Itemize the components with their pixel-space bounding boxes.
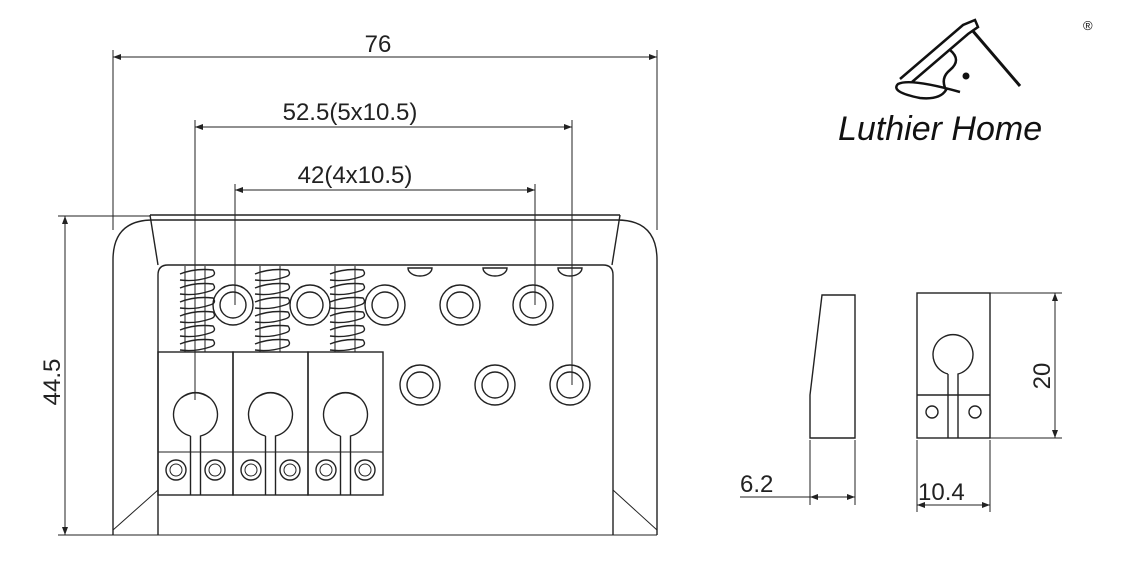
spring-coil xyxy=(254,338,291,352)
hole-outer xyxy=(364,284,406,326)
adjust-screw xyxy=(165,459,187,481)
slot-notch xyxy=(482,267,508,277)
spring-coil xyxy=(179,268,216,282)
keyhole-ridge xyxy=(331,392,360,399)
spring-coil xyxy=(254,324,291,338)
adjust-screw-inner xyxy=(208,463,222,477)
side-view: 6.2 xyxy=(740,294,856,505)
dimension-label: 52.5(5x10.5) xyxy=(283,99,418,126)
hole-inner xyxy=(446,291,474,319)
dimension-label: 10.4 xyxy=(918,479,965,506)
slot-notch xyxy=(557,267,583,277)
hole-outer xyxy=(512,284,554,326)
keyhole-ridge xyxy=(256,392,285,399)
adjust-screw-inner xyxy=(244,463,258,477)
dimension-label: 76 xyxy=(365,31,392,58)
spring-coil xyxy=(329,296,366,310)
saddle xyxy=(232,351,309,496)
slot-notch xyxy=(407,267,433,277)
hole-inner xyxy=(556,371,584,399)
hole-inner xyxy=(219,291,247,319)
string-holes xyxy=(212,267,591,406)
adjust-screw xyxy=(240,459,262,481)
hole-outer xyxy=(549,364,591,406)
hole-outer xyxy=(212,284,254,326)
spring-coil xyxy=(254,268,291,282)
hole-inner xyxy=(481,371,509,399)
brand-name: Luthier Home xyxy=(838,110,1042,148)
registered-mark: ® xyxy=(1083,18,1093,33)
adjust-screw-inner xyxy=(358,463,372,477)
hole-outer xyxy=(399,364,441,406)
keyhole-ridge xyxy=(181,392,210,399)
spring-coil xyxy=(179,296,216,310)
hole-inner xyxy=(519,291,547,319)
saddles xyxy=(157,351,384,496)
adjust-screw-inner xyxy=(169,463,183,477)
adjust-screw-inner xyxy=(319,463,333,477)
adjust-screw-inner xyxy=(283,463,297,477)
dimension-label: 42(4x10.5) xyxy=(298,162,413,189)
spring-coil xyxy=(179,282,216,296)
spring-coil xyxy=(329,282,366,296)
spring-coil xyxy=(254,296,291,310)
spring-coil xyxy=(254,282,291,296)
adjust-screw xyxy=(354,459,376,481)
spring-coil xyxy=(329,324,366,338)
spring-coil xyxy=(179,310,216,324)
hole-outer xyxy=(474,364,516,406)
hole-inner xyxy=(296,291,324,319)
bridge-body xyxy=(112,214,658,536)
brand-logo: ® Luthier Home xyxy=(838,18,1093,148)
spring-coil xyxy=(179,324,216,338)
dimension-52-5: 52.5(5x10.5) xyxy=(194,99,573,400)
spring-coil xyxy=(329,310,366,324)
adjust-screw xyxy=(315,459,337,481)
dimension-44-5: 44.5 xyxy=(39,215,150,536)
dimension-76: 76 xyxy=(112,31,658,230)
saddle-end-view: 20 10.4 xyxy=(916,292,1062,512)
dimension-label: 44.5 xyxy=(39,359,66,406)
dimension-label: 6.2 xyxy=(740,471,773,498)
spring-coil xyxy=(179,338,216,352)
springs xyxy=(179,266,366,352)
hole-inner xyxy=(371,291,399,319)
adjust-screw xyxy=(279,459,301,481)
hole-outer xyxy=(289,284,331,326)
saddle xyxy=(307,351,384,496)
dimension-label: 20 xyxy=(1029,363,1056,390)
adjust-screw xyxy=(204,459,226,481)
spring-coil xyxy=(329,268,366,282)
spring-coil xyxy=(254,310,291,324)
hole-inner xyxy=(406,371,434,399)
spring-coil xyxy=(329,338,366,352)
hole-outer xyxy=(439,284,481,326)
